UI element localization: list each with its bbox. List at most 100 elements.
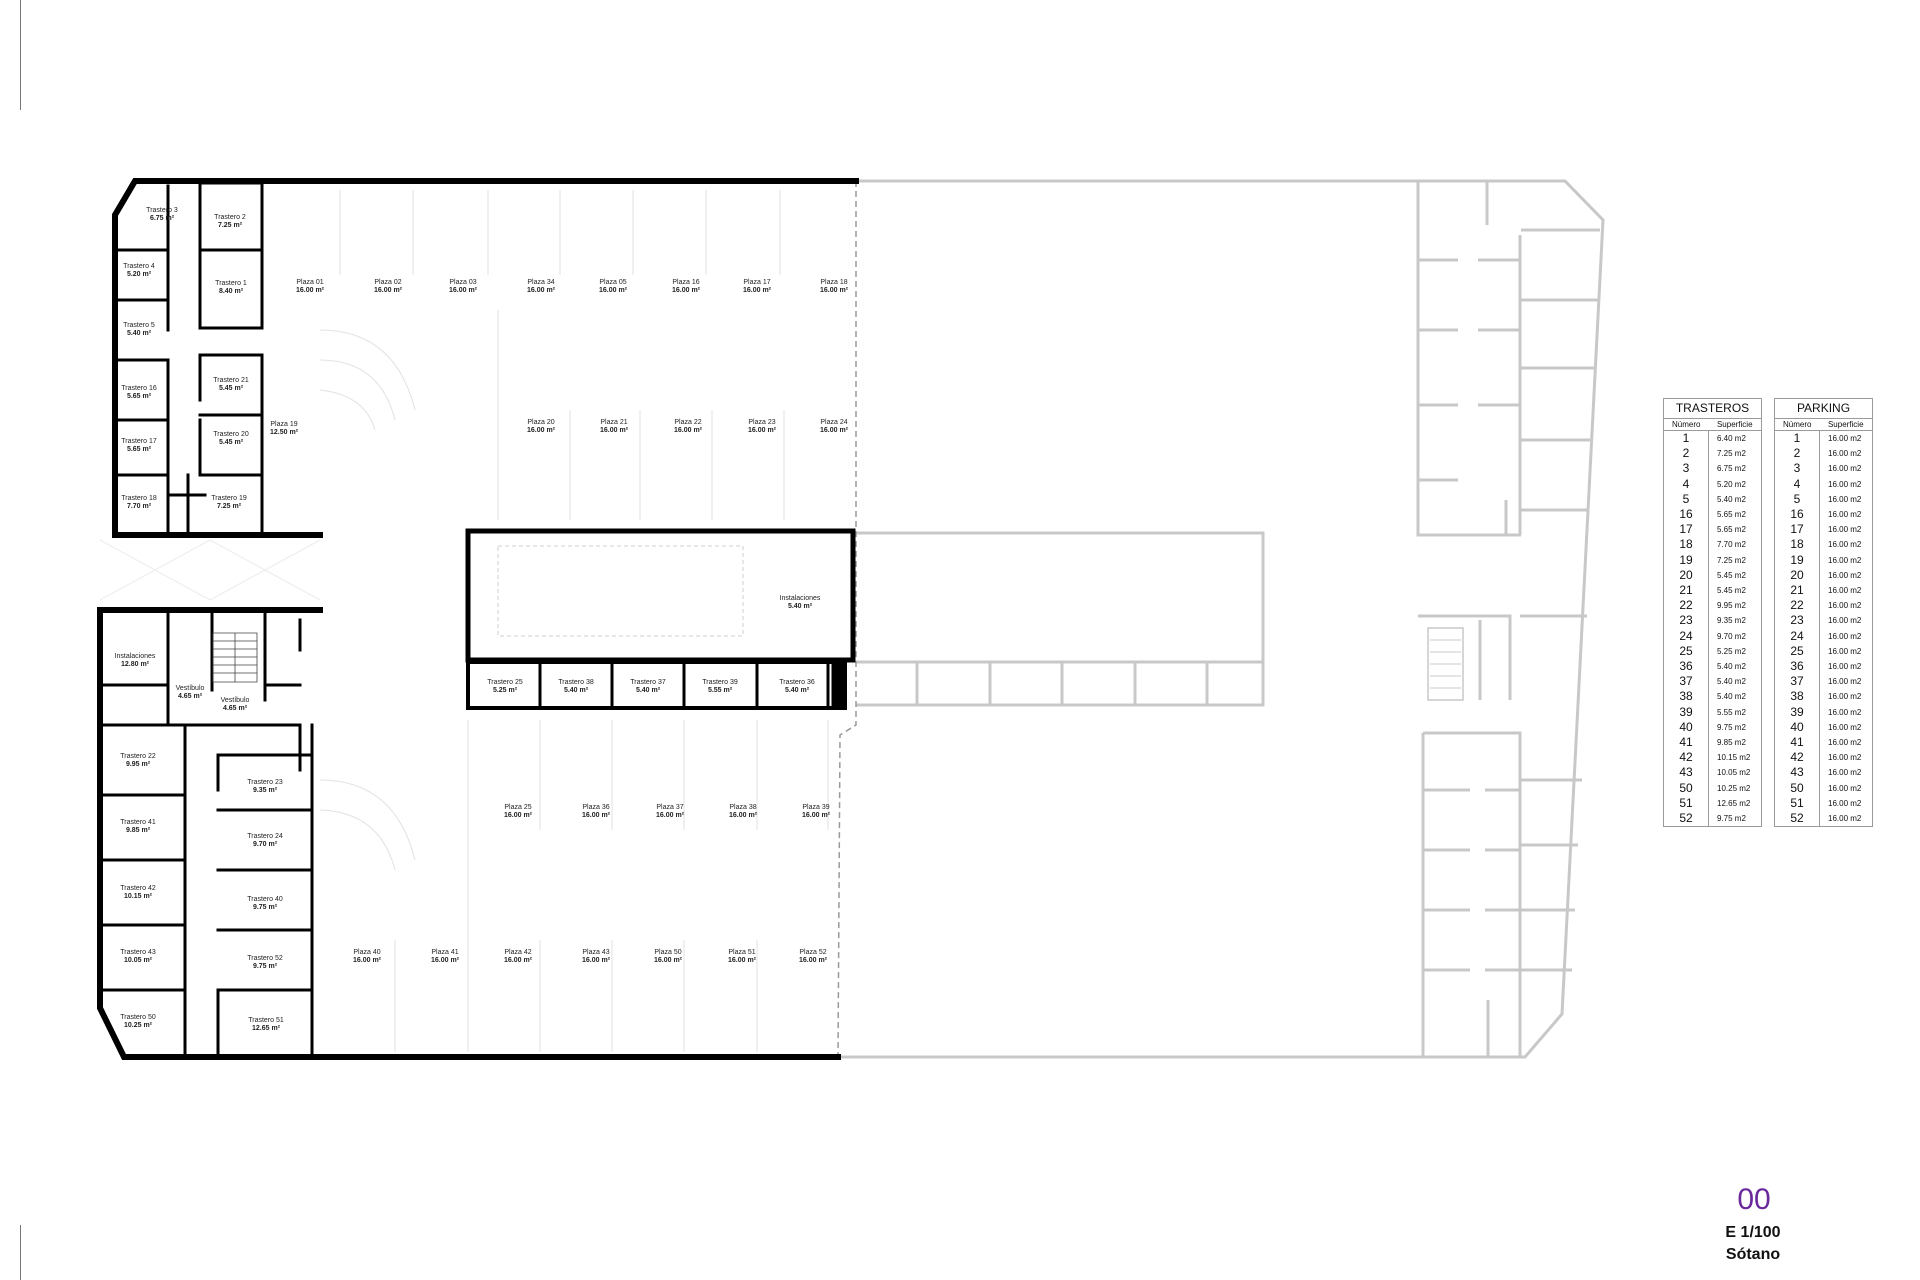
trasteros-row-superficie: 5.55 m2 [1717,707,1746,717]
parking-row-numero: 18 [1774,537,1820,553]
sheet-scale: E 1/100 [1725,1224,1781,1241]
trasteros-row-numero: 43 [1663,765,1709,781]
parking-row-numero: 2 [1774,446,1820,462]
trasteros-row-numero: 21 [1663,583,1709,599]
trasteros-row-superficie: 10.25 m2 [1717,783,1751,793]
parking-header-superficie: Superficie [1819,418,1873,431]
trasteros-row-superficie: 5.20 m2 [1717,479,1746,489]
trasteros-table-title: TRASTEROS [1663,398,1762,419]
parking-row-superficie: 16.00 m2 [1828,753,1862,763]
trasteros-row-superficie: 7.70 m2 [1717,540,1746,550]
parking-row-numero: 5 [1774,491,1820,508]
trasteros-row-numero: 52 [1663,811,1709,827]
parking-row-numero: 16 [1774,507,1820,523]
parking-row-numero: 40 [1774,719,1820,736]
parking-row-numero: 19 [1774,552,1820,568]
trasteros-row-superficie: 9.70 m2 [1717,631,1746,641]
parking-row-numero: 23 [1774,613,1820,629]
trasteros-row-numero: 25 [1663,643,1709,660]
trasteros-row-numero: 40 [1663,719,1709,736]
parking-row-superficie: 16.00 m2 [1828,616,1862,626]
trasteros-row-numero: 4 [1663,476,1709,492]
trasteros-row-numero: 38 [1663,689,1709,705]
parking-row-numero: 24 [1774,628,1820,644]
margin-tick-top [20,0,21,110]
trasteros-row-numero: 18 [1663,537,1709,553]
trasteros-row: 4 5.20 m2 [1663,476,1762,492]
parking-divider-lines [99,190,829,1052]
parking-row-superficie: 16.00 m2 [1828,798,1862,808]
trasteros-row-superficie: 5.40 m2 [1717,662,1746,672]
trasteros-row-superficie: 5.45 m2 [1717,586,1746,596]
parking-row-superficie: 16.00 m2 [1828,738,1862,748]
trasteros-row-numero: 37 [1663,674,1709,690]
trasteros-row-superficie: 5.40 m2 [1717,494,1746,504]
parking-row: 5 16.00 m2 [1774,491,1873,508]
parking-row-superficie: 16.00 m2 [1828,722,1862,732]
parking-row-numero: 25 [1774,643,1820,660]
parking-table-title: PARKING [1774,398,1873,419]
trasteros-row-numero: 5 [1663,491,1709,508]
parking-row-superficie: 16.00 m2 [1828,479,1862,489]
trasteros-row-superficie: 5.40 m2 [1717,692,1746,702]
trasteros-row-superficie: 9.85 m2 [1717,738,1746,748]
parking-row-superficie: 16.00 m2 [1828,662,1862,672]
parking-row-superficie: 16.00 m2 [1828,631,1862,641]
trasteros-row-superficie: 10.15 m2 [1717,753,1751,763]
parking-row-numero: 41 [1774,735,1820,751]
parking-row-superficie: 16.00 m2 [1828,814,1862,824]
trasteros-row-superficie: 9.75 m2 [1717,722,1746,732]
parking-row-superficie: 16.00 m2 [1828,464,1862,474]
trasteros-row-superficie: 9.35 m2 [1717,616,1746,626]
parking-row-superficie: 16.00 m2 [1828,494,1862,504]
